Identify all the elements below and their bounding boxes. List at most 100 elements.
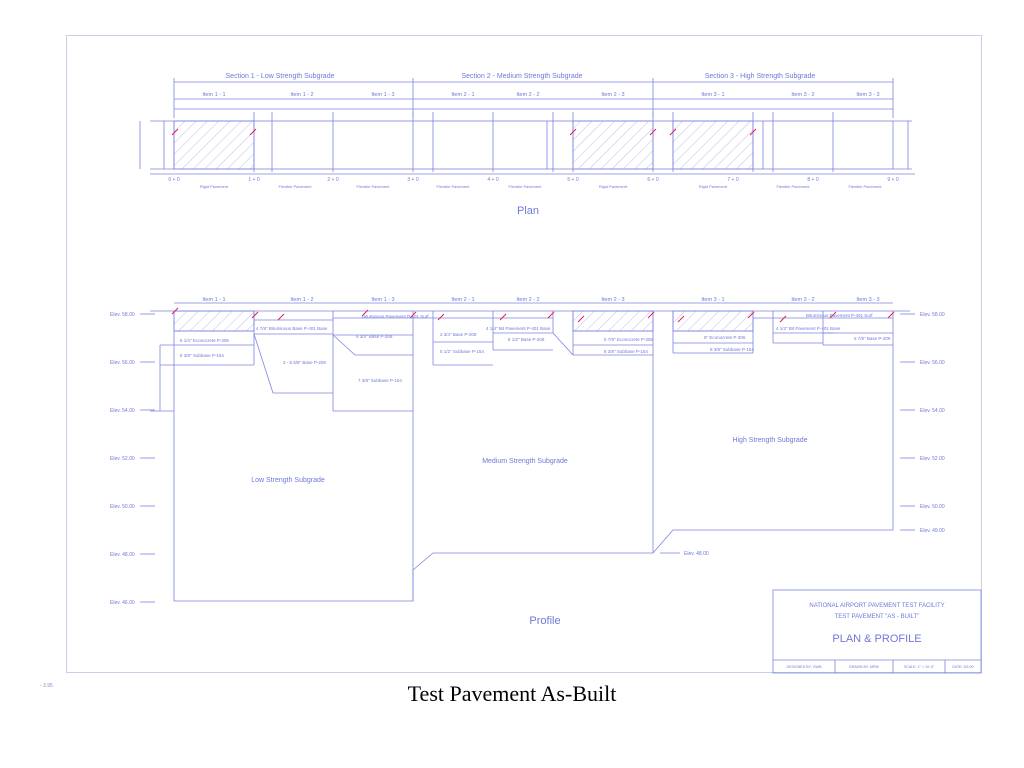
title-block-title: PLAN & PROFILE — [832, 633, 921, 645]
layer-label: 5 1/2" Subbase P-154 — [440, 349, 484, 354]
station-label: 6 + 0 — [647, 177, 658, 183]
elevation-label: Elev. 56.00 — [920, 360, 945, 366]
layer-label: Bituminous Pavement P-401 Surf — [362, 314, 429, 319]
rigid-pavement-hatch-2 — [572, 120, 654, 170]
elevation-label: Elev. 50.00 — [920, 504, 945, 510]
profile-item-label: Item 3 - 2 — [791, 297, 814, 303]
elevation-labels-left: Elev. 58.00 Elev. 56.00 Elev. 54.00 Elev… — [110, 312, 135, 606]
profile-item-label: Item 3 - 1 — [701, 297, 724, 303]
pavement-type-label: Flexible Pavement — [357, 184, 391, 189]
elevation-label: Elev. 52.00 — [920, 456, 945, 462]
plan-item-label: Item 3 - 3 — [856, 92, 879, 98]
profile-label: Profile — [529, 615, 560, 627]
plan-label: Plan — [517, 205, 539, 217]
profile-view — [140, 302, 915, 603]
layer-label: 7 3/8" Subbase P-154 — [358, 378, 402, 383]
elevation-label: Elev. 54.00 — [110, 408, 135, 414]
title-block-cell: DRAWN BY: MRW — [849, 665, 880, 669]
station-label: 8 + 0 — [807, 177, 818, 183]
station-labels: 0 + 0 1 + 0 2 + 0 3 + 0 4 + 0 5 + 0 6 + … — [168, 177, 898, 183]
station-label: 4 + 0 — [487, 177, 498, 183]
plan-item-label: Item 2 - 1 — [451, 92, 474, 98]
profile-item-label: Item 1 - 1 — [202, 297, 225, 303]
slide-caption: Test Pavement As-Built — [407, 681, 617, 706]
drawing-sheet-frame — [66, 35, 982, 673]
profile-item-label: Item 2 - 2 — [516, 297, 539, 303]
layer-label: 6 1/4" Econocrete P-306 — [180, 338, 229, 343]
subgrade-label-medium: Medium Strength Subgrade — [482, 458, 568, 465]
section-label-2: Section 2 - Medium Strength Subgrade — [461, 73, 582, 80]
profile-item-label: Item 1 - 3 — [371, 297, 394, 303]
profile-item-label: Item 2 - 3 — [601, 297, 624, 303]
title-block-cell: DESIGNED BY: GWB — [787, 665, 823, 669]
layer-label: 4 1/4" Bit Pavement P-401 Base — [486, 326, 551, 331]
elevation-label: Elev. 52.00 — [110, 456, 135, 462]
pavement-type-label: Flexible Pavement — [279, 184, 313, 189]
profile-item-labels: Item 1 - 1 Item 1 - 2 Item 1 - 3 Item 2 … — [202, 297, 879, 303]
station-label: 5 + 0 — [567, 177, 578, 183]
plan-item-labels: Item 1 - 1 Item 1 - 2 Item 1 - 3 Item 2 … — [202, 92, 879, 98]
plan-item-label: Item 3 - 2 — [791, 92, 814, 98]
plan-view — [139, 78, 915, 175]
plan-outline — [173, 120, 894, 170]
red-dimension-marks — [171, 128, 895, 323]
plan-item-label: Item 2 - 2 — [516, 92, 539, 98]
layer-label: 5 3/4" Base P-209 — [356, 334, 393, 339]
low-subgrade-boundary — [173, 311, 414, 602]
elevation-label: Elev. 54.00 — [920, 408, 945, 414]
section-labels: Section 1 - Low Strength Subgrade Sectio… — [226, 73, 816, 80]
pavement-type-label: Flexible Pavement — [437, 184, 471, 189]
pavement-type-label: Flexible Pavement — [849, 184, 883, 189]
subgrade-label-high: High Strength Subgrade — [732, 437, 807, 444]
plan-item-label: Item 1 - 3 — [371, 92, 394, 98]
elevation-label: Elev. 48.00 — [110, 552, 135, 558]
layer-label: 6" Econocrete P-306 — [704, 335, 746, 340]
elevation-labels-right: Elev. 58.00 Elev. 56.00 Elev. 54.00 Elev… — [920, 312, 945, 534]
section-label-3: Section 3 - High Strength Subgrade — [705, 73, 816, 80]
layer-label: 8 3/8" Subbase P-154 — [180, 353, 224, 358]
station-label: 3 + 0 — [407, 177, 418, 183]
profile-rigid-slab-1 — [173, 310, 255, 332]
layer-label: 8 3/8" Subbase P-154 — [710, 347, 754, 352]
station-label: 1 + 0 — [248, 177, 259, 183]
elevation-label: Elev. 49.00 — [920, 528, 945, 534]
title-block — [772, 589, 982, 674]
pavement-type-label: Rigid Pavement — [699, 184, 728, 189]
title-block-cell: DATE: 5/1/00 — [952, 665, 973, 669]
station-label: 9 + 0 — [887, 177, 898, 183]
layer-label: Bituminous Pavement P-401 Surf — [806, 313, 873, 318]
plan-item-label: Item 1 - 1 — [202, 92, 225, 98]
layer-label: 4 1/2" Bit Pavement P-401 Base — [776, 326, 841, 331]
profile-rigid-slab-2 — [572, 310, 654, 332]
profile-item-label: Item 1 - 2 — [290, 297, 313, 303]
rigid-pavement-hatch-3 — [672, 120, 754, 170]
layer-label: 2 3/4" Base P-209 — [440, 332, 477, 337]
layer-label: 5 7/8" Base P-209 — [854, 336, 891, 341]
elevation-label: Elev. 56.00 — [110, 360, 135, 366]
layer-label: 2 - 5 5/8" Base P-209 — [283, 360, 326, 365]
subgrade-label-low: Low Strength Subgrade — [251, 477, 325, 484]
elevation-label: Elev. 58.00 — [920, 312, 945, 318]
plan-item-label: Item 2 - 3 — [601, 92, 624, 98]
pavement-type-labels: Rigid Pavement Flexible Pavement Flexibl… — [200, 184, 882, 189]
pavement-type-label: Rigid Pavement — [599, 184, 628, 189]
layer-label: 4 7/8" Bituminous Base P-401 Base — [256, 326, 328, 331]
elevation-label: Elev. 58.00 — [110, 312, 135, 318]
station-label: 0 + 0 — [168, 177, 179, 183]
station-label: 2 + 0 — [327, 177, 338, 183]
profile-rigid-slab-3 — [672, 310, 754, 332]
layer-label: 8 3/8" Subbase P-154 — [604, 349, 648, 354]
elevation-label-mid: Elev. 48.00 — [684, 551, 709, 557]
plan-item-label: Item 1 - 2 — [290, 92, 313, 98]
section-label-1: Section 1 - Low Strength Subgrade — [226, 73, 335, 80]
plan-item-label: Item 3 - 1 — [701, 92, 724, 98]
rigid-pavement-hatch-1 — [173, 120, 255, 170]
plan-profile-drawing: Section 1 - Low Strength Subgrade Sectio… — [110, 73, 982, 674]
title-block-cell: SCALE: 1" = 10'-0" — [904, 665, 935, 669]
pavement-type-label: Rigid Pavement — [200, 184, 229, 189]
profile-item-label: Item 2 - 1 — [451, 297, 474, 303]
profile-item-label: Item 3 - 3 — [856, 297, 879, 303]
layer-label: 5 7/8" Econocrete P-306 — [604, 337, 653, 342]
title-block-line2: TEST PAVEMENT "AS - BUILT" — [835, 614, 920, 620]
layer-labels: 6 1/4" Econocrete P-306 8 3/8" Subbase P… — [180, 313, 891, 383]
